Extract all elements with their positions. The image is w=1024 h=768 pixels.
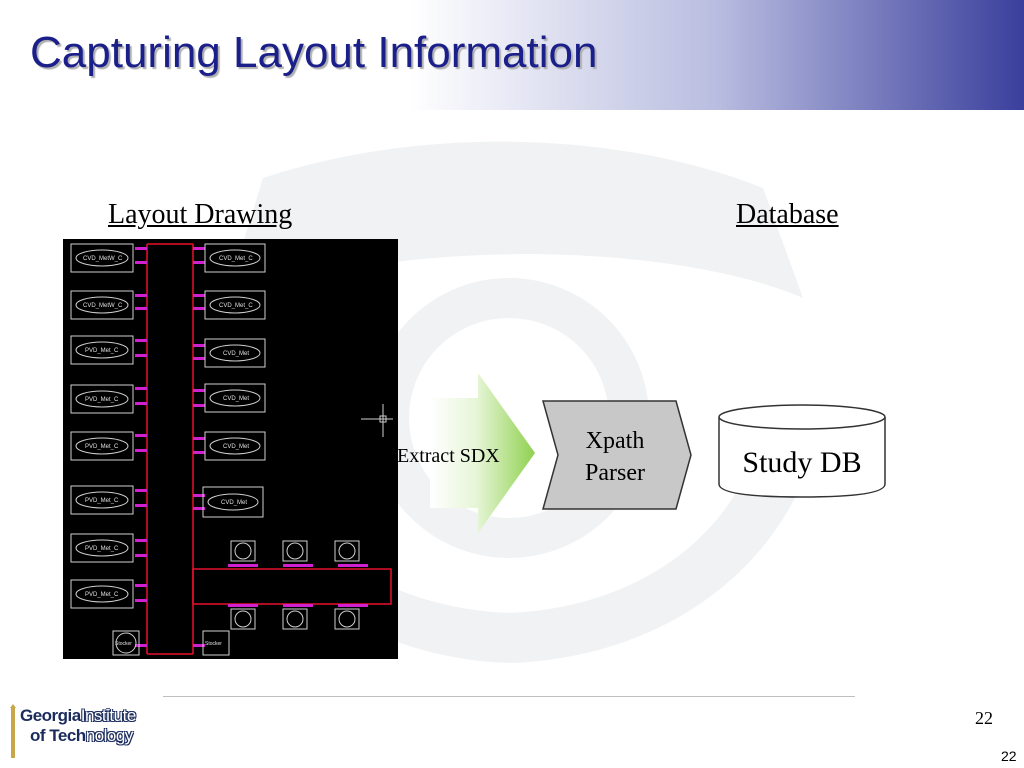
block-label: CVD_Met	[223, 351, 249, 357]
block-label: CVD_Met_C	[219, 303, 253, 309]
parser-label-line2: Parser	[585, 460, 645, 486]
title-bar	[0, 0, 1024, 110]
block-label: PVD_Met_C	[85, 397, 119, 403]
block-label: PVD_Met_C	[85, 348, 119, 354]
logo-line2: of Technology	[30, 726, 133, 746]
block-label: PVD_Met_C	[85, 546, 119, 552]
xpath-parser-shape	[542, 400, 692, 510]
logo-line1: GeorgiaInstitute	[20, 706, 136, 726]
block-label: PVD_Met_C	[85, 444, 119, 450]
slide-number: 22	[975, 708, 993, 728]
layout-drawing-image: CVD_MetW_C CVD_MetW_C PVD_Met_C PVD_Met_…	[63, 239, 398, 659]
block-label: Stocker	[205, 641, 222, 647]
footer-divider	[163, 696, 855, 697]
block-label: PVD_Met_C	[85, 592, 119, 598]
logo-nology: nology	[85, 726, 134, 745]
footer-page-number: 22	[1001, 748, 1017, 764]
study-db-label: Study DB	[742, 446, 862, 479]
extract-arrow-icon	[430, 373, 535, 533]
block-label: CVD_MetW_C	[83, 303, 123, 309]
block-label: Stocker	[115, 641, 132, 647]
database-cylinder-icon	[718, 404, 886, 498]
layout-drawing-heading: Layout Drawing	[108, 199, 293, 230]
georgia-tech-logo: GeorgiaInstitute of Technology	[8, 704, 178, 760]
tech-tower-icon	[10, 704, 16, 758]
logo-of-tech: of Tech	[30, 726, 86, 745]
schematic-svg: CVD_MetW_C CVD_MetW_C PVD_Met_C PVD_Met_…	[70, 243, 393, 656]
parser-label-line1: Xpath	[585, 428, 645, 454]
extract-sdx-label: Extract SDX	[397, 445, 500, 467]
block-label: CVD_Met_C	[219, 256, 253, 262]
block-label: CVD_MetW_C	[83, 256, 123, 262]
block-label: CVD_Met	[223, 396, 249, 402]
slide-title: Capturing Layout Information	[30, 28, 598, 77]
xpath-parser-label: Xpath Parser	[545, 425, 685, 489]
database-heading: Database	[736, 199, 839, 230]
block-label: CVD_Met	[221, 500, 247, 506]
block-label: PVD_Met_C	[85, 498, 119, 504]
block-label: CVD_Met	[223, 444, 249, 450]
logo-institute: Institute	[80, 706, 137, 725]
logo-georgia: Georgia	[20, 706, 81, 725]
